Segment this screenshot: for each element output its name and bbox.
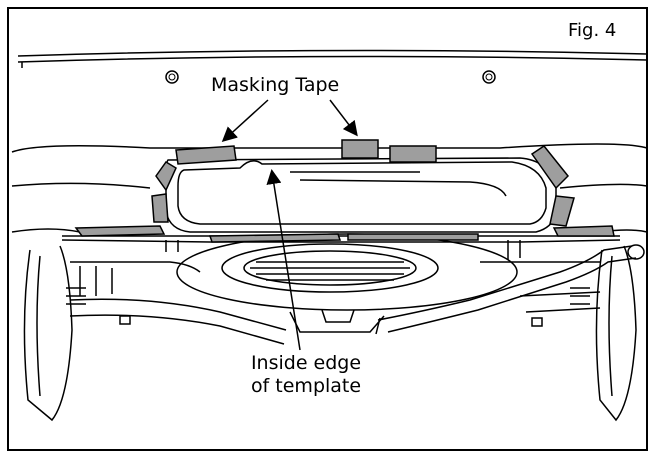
bolt-right (483, 71, 495, 83)
left-suspension (66, 262, 286, 344)
tape-right-upper (532, 146, 568, 188)
masking-tape-pieces (76, 140, 614, 242)
right-wheel (596, 246, 636, 420)
template-outline (166, 158, 556, 232)
figure-frame (8, 8, 647, 450)
bolt-left (166, 71, 178, 83)
tape-top-center-right (390, 146, 436, 162)
arrow-inside-edge (266, 169, 300, 350)
tape-bottom-left (76, 226, 164, 236)
leader-lines (221, 100, 358, 350)
tape-bottom-center-left (210, 234, 340, 242)
spare-tire (177, 234, 517, 310)
inside-edge-line-2: of template (250, 375, 362, 397)
tape-right-lower (550, 196, 574, 226)
arrow-tape-left (221, 100, 268, 143)
tape-top-center (342, 140, 378, 158)
right-suspension (480, 262, 600, 326)
tape-left-upper (156, 162, 176, 190)
tape-bottom-center-right (348, 234, 478, 240)
tape-bottom-right (554, 226, 614, 236)
masking-tape-callout: Masking Tape (211, 74, 340, 96)
inside-edge-line-1: Inside edge (250, 352, 362, 374)
tape-top-left (176, 146, 236, 164)
inside-edge-callout: Inside edge of template (226, 352, 386, 398)
left-wheel (24, 246, 72, 420)
arrow-tape-center (330, 100, 358, 137)
figure-label: Fig. 4 (568, 20, 617, 41)
liftgate-panel (18, 50, 647, 68)
tape-left-lower (152, 194, 168, 222)
exhaust-pipe (376, 245, 644, 334)
center-brackets (166, 240, 520, 332)
template-base (62, 236, 620, 242)
